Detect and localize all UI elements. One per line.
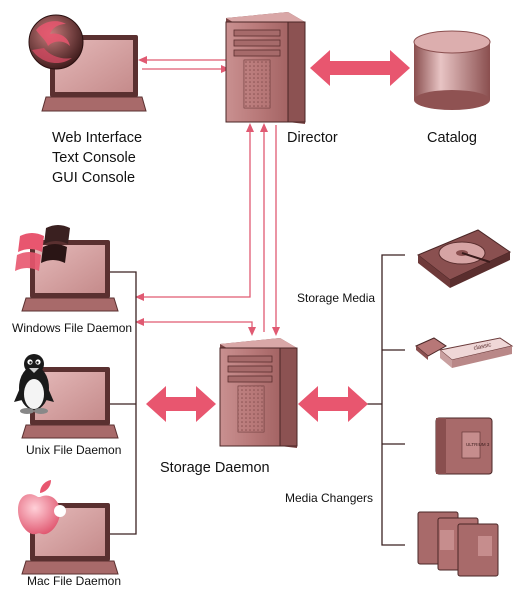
arrowheads (135, 56, 280, 336)
apple-icon (18, 480, 66, 535)
tape-cartridge-icon: ULTRIUM 3 (435, 417, 493, 475)
storage-media-label: Storage Media (297, 291, 376, 305)
unix-file-daemon-label: Unix File Daemon (26, 443, 122, 457)
windows-icon (15, 225, 70, 271)
usb-stick-icon: classic (415, 337, 514, 368)
connection-lines (138, 59, 277, 332)
laptop-icon (21, 240, 119, 312)
arrow-director-catalog (310, 50, 410, 86)
laptop-icon (41, 35, 147, 112)
hard-disk-icon (417, 229, 512, 288)
link-director-windows-fd (138, 125, 251, 298)
text-console-label: Text Console (52, 150, 136, 166)
director-server (225, 12, 306, 124)
tape-library-icon (417, 511, 499, 577)
gui-console-label: GUI Console (52, 170, 136, 186)
catalog-label: Catalog (427, 130, 477, 146)
tape-label: ULTRIUM 3 (466, 442, 490, 447)
media-changers-label: Media Changers (285, 491, 374, 505)
windows-file-daemon-label: Windows File Daemon (12, 321, 133, 335)
link-windows-fd-storage (138, 321, 253, 332)
arrow-storage-media (298, 386, 368, 422)
director-label: Director (287, 130, 338, 146)
database-icon (413, 30, 491, 110)
mac-file-daemon-label: Mac File Daemon (27, 574, 122, 588)
arrow-client-storage (146, 386, 216, 422)
big-arrows (146, 50, 410, 422)
tux-icon (14, 354, 54, 414)
usb-brand-label: classic (473, 342, 492, 352)
web-interface-label: Web Interface (52, 130, 143, 146)
storage-daemon-server (219, 338, 298, 448)
media-bus (360, 254, 405, 546)
firefox-icon (28, 14, 84, 70)
storage-daemon-label: Storage Daemon (160, 460, 270, 476)
client-bus (110, 271, 137, 535)
